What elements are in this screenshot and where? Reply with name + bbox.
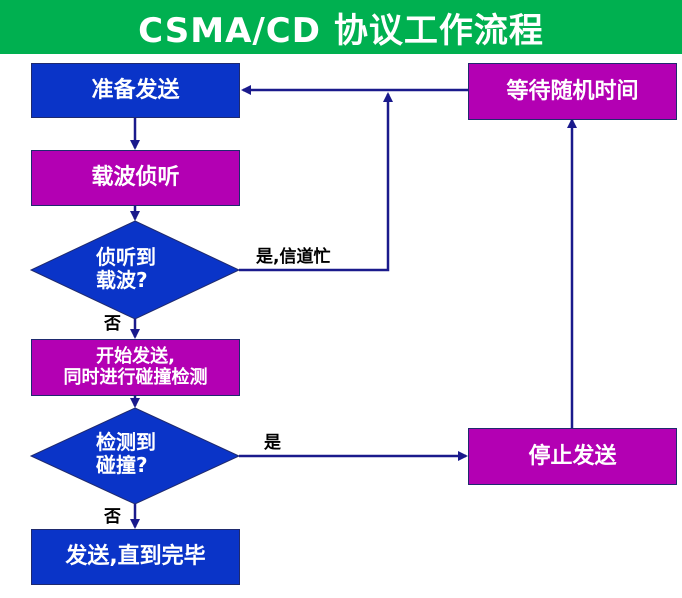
node-send-until-done: 发送,直到完毕 bbox=[31, 529, 240, 585]
node-carrier-sense: 载波侦听 bbox=[31, 150, 240, 206]
node-prepare-send: 准备发送 bbox=[31, 63, 240, 118]
page-title: CSMA/CD 协议工作流程 bbox=[138, 10, 544, 51]
label-no-1: 否 bbox=[104, 314, 121, 334]
label-yes-collision: 是 bbox=[264, 433, 281, 453]
label-no-2: 否 bbox=[104, 507, 121, 527]
arrow-busy-path bbox=[239, 92, 393, 272]
decision-carrier-text: 侦听到 载波? bbox=[96, 245, 156, 292]
node-wait-random: 等待随机时间 bbox=[468, 63, 677, 120]
node-start-send: 开始发送, 同时进行碰撞检测 bbox=[31, 339, 240, 396]
label-yes-busy: 是,信道忙 bbox=[256, 247, 331, 267]
decision-collision-text: 检测到 碰撞? bbox=[96, 430, 156, 477]
node-stop-send: 停止发送 bbox=[468, 428, 677, 485]
title-bar: CSMA/CD 协议工作流程 bbox=[0, 0, 682, 54]
